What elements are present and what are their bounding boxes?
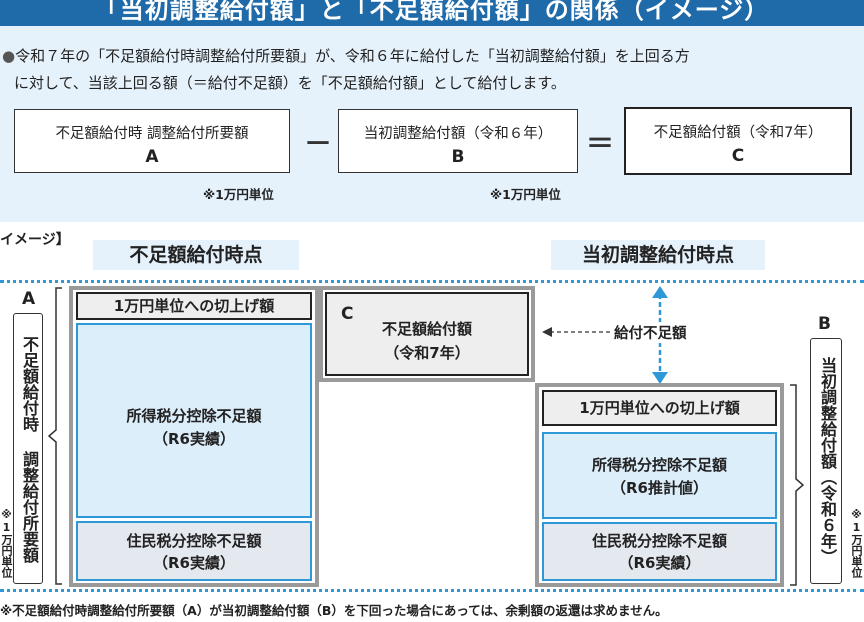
- page-title: 「当初調整給付額」と「不足額給付額」の関係（イメージ）: [94, 0, 770, 24]
- intro-line-2: に対して、当該上回る額（＝給付不足額）を「不足額給付額」として給付します。: [14, 74, 566, 92]
- label-a: A: [22, 289, 36, 309]
- header-right: 当初調整給付時点: [551, 240, 765, 270]
- shortfall-label: 給付不足額: [612, 322, 689, 343]
- formula-box-b: 当初調整給付額（令和６年） B: [338, 109, 578, 173]
- label-b: B: [818, 314, 831, 334]
- image-section-label: イメージ】: [0, 232, 70, 248]
- left-roundup-box: 1万円単位への切上げ額: [76, 292, 312, 320]
- right-resident-tax-box: 住民税分控除不足額 （R6実績）: [542, 522, 777, 581]
- vertical-label-a: 不足額給付時 調整給付所要額: [20, 335, 39, 563]
- brace-right: [790, 384, 805, 586]
- left-resident-tax-box: 住民税分控除不足額 （R6実績）: [76, 521, 312, 581]
- equals-sign: ＝: [586, 127, 615, 160]
- footer-note: ※不足額給付時調整給付所要額（A）が当初調整給付額（B）を下回った場合にあっては…: [0, 603, 668, 618]
- unit-note-left: ※1万円単位: [0, 508, 13, 578]
- right-roundup-box: 1万円単位への切上げ額: [542, 390, 777, 426]
- header-left: 不足額給付時点: [93, 240, 299, 270]
- formula-box-a: 不足額給付時 調整給付所要額 A: [14, 109, 290, 173]
- c-box: C 不足額給付額 （令和7年）: [325, 292, 529, 376]
- minus-sign: －: [304, 127, 333, 160]
- right-income-tax-box: 所得税分控除不足額 （R6推計値）: [542, 432, 777, 519]
- unit-note-a: ※1万円単位: [203, 187, 274, 202]
- brace-left: [47, 287, 62, 585]
- unit-note-b: ※1万円単位: [490, 187, 561, 202]
- vertical-label-b: 当初調整給付額（令和６年）: [818, 357, 837, 565]
- vertical-label-a-frame: [13, 313, 43, 584]
- formula-box-c: 不足額給付額（令和7年） C: [624, 107, 852, 175]
- top-dotted-line: [0, 280, 864, 283]
- intro-line-1: ●令和７年の「不足額給付時調整給付所要額」が、令和６年に給付した「当初調整給付額…: [2, 47, 690, 65]
- bullet-icon: ●: [2, 47, 16, 65]
- left-income-tax-box: 所得税分控除不足額 （R6実績）: [76, 323, 312, 518]
- title-bar: 「当初調整給付額」と「不足額給付額」の関係（イメージ）: [0, 0, 864, 26]
- bottom-dotted-line: [0, 589, 864, 592]
- vertical-label-b-frame: [810, 338, 842, 584]
- unit-note-right: ※1万円単位: [850, 508, 863, 578]
